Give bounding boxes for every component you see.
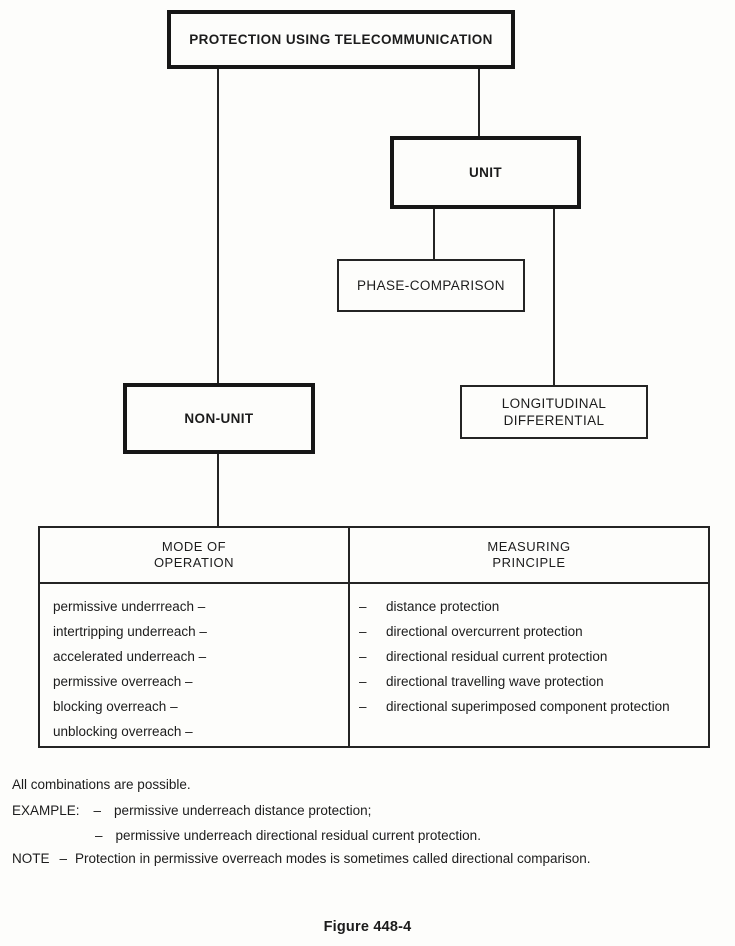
figure-caption: Figure 448-4 [323,919,412,935]
principle-text: directional residual current protection [386,649,608,664]
mode-column: permissive underrreach – intertripping u… [40,584,350,746]
unit-box: UNIT [390,136,581,209]
principle-text: directional travelling wave protection [386,674,604,689]
principle-item: – directional travelling wave protection [359,669,708,694]
principle-text: directional superimposed component prote… [386,699,670,714]
example-label: EXAMPLE: [12,803,80,818]
dash-bullet: – [359,624,367,639]
principle-item: – distance protection [359,594,708,619]
phase-comparison-label: PHASE-COMPARISON [357,278,505,293]
principle-item: – directional residual current protectio… [359,644,708,669]
phase-comparison-box: PHASE-COMPARISON [337,259,525,312]
note-all-combinations: All combinations are possible. [12,777,191,792]
non-unit-box-label: NON-UNIT [184,411,254,426]
principle-text: directional overcurrent protection [386,624,583,639]
dash-bullet: – [95,828,103,843]
mode-item: permissive overreach – [53,674,193,689]
note-example-line2: –permissive underreach directional resid… [95,828,481,843]
example-item-text: permissive underreach distance protectio… [114,803,372,818]
connector-unit-to-longitudinal [553,209,555,385]
mode-item: intertripping underreach – [53,624,207,639]
principle-text: distance protection [386,599,500,614]
mode-item: accelerated underreach – [53,649,207,664]
principle-item: – directional superimposed component pro… [359,694,708,719]
connector-root-to-unit [478,69,480,136]
example-item-text: permissive underreach directional residu… [115,828,481,843]
modes-principles-table: MODE OF OPERATION MEASURING PRINCIPLE pe… [38,526,710,748]
dash-bullet: – [359,699,367,714]
principle-column: – distance protection – directional over… [350,584,708,746]
header-measuring-principle: MEASURING PRINCIPLE [350,528,708,582]
note-line: NOTE–Protection in permissive overreach … [12,851,591,866]
dash-bullet: – [359,599,367,614]
note-text: Protection in permissive overreach modes… [75,851,591,866]
mode-item: unblocking overreach – [53,724,193,739]
header-mode-line1: MODE OF [161,539,227,554]
longitudinal-differential-label-line1: LONGITUDINAL [501,396,607,411]
longitudinal-differential-label-line2: DIFFERENTIAL [503,413,605,428]
table-body: permissive underrreach – intertripping u… [40,584,708,746]
connector-root-to-non-unit [217,69,219,383]
note-example-line1: EXAMPLE:–permissive underreach distance … [12,803,371,818]
header-mode-line2: OPERATION [153,555,235,570]
header-mode-of-operation: MODE OF OPERATION [40,528,350,582]
connector-unit-to-phase-comparison [433,209,435,259]
header-principle-line2: PRINCIPLE [492,555,566,570]
longitudinal-differential-box: LONGITUDINAL DIFFERENTIAL [460,385,648,439]
note-label: NOTE [12,851,50,866]
principle-item: – directional overcurrent protection [359,619,708,644]
mode-item: blocking overreach – [53,699,178,714]
connector-non-unit-to-table [217,454,219,526]
mode-item: permissive underrreach – [53,599,206,614]
dash-bullet: – [359,649,367,664]
dash-bullet: – [359,674,367,689]
header-principle-line1: MEASURING [487,539,571,554]
dash-bullet: – [93,803,102,818]
unit-box-label: UNIT [468,165,503,180]
dash-bullet: – [59,851,68,866]
root-box: PROTECTION USING TELECOMMUNICATION [167,10,515,69]
table-header-row: MODE OF OPERATION MEASURING PRINCIPLE [40,528,708,584]
non-unit-box: NON-UNIT [123,383,315,454]
root-box-label: PROTECTION USING TELECOMMUNICATION [189,32,493,47]
